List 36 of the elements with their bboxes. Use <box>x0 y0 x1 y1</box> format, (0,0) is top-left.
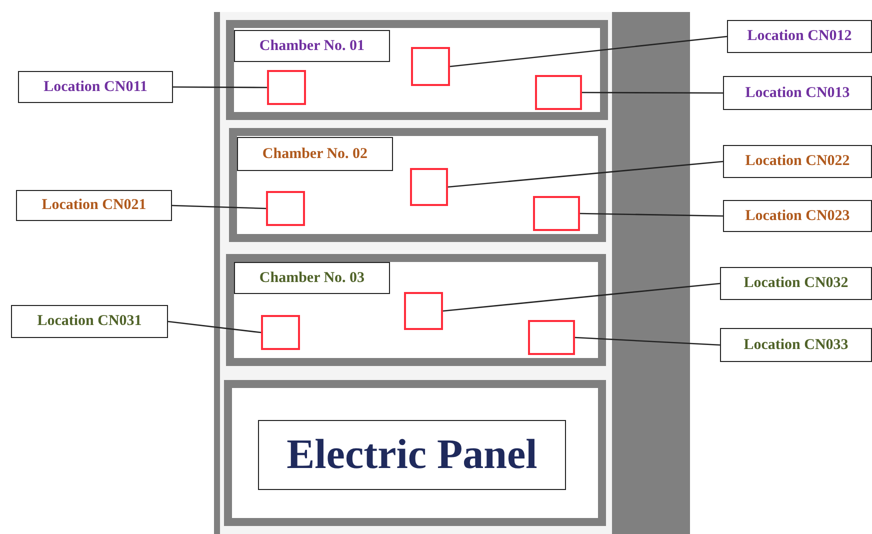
location-label: Location CN032 <box>720 267 872 300</box>
electric-panel-frame <box>224 380 606 526</box>
chamber-title: Chamber No. 02 <box>237 137 393 171</box>
leader-line <box>574 336 720 346</box>
chamber-title: Chamber No. 01 <box>234 30 390 62</box>
chamber-frame <box>226 254 606 366</box>
leader-line <box>172 204 266 210</box>
leader-line <box>450 36 728 68</box>
location-label: Location CN033 <box>720 328 872 362</box>
leader-line <box>173 86 267 88</box>
sensor-location-box <box>410 168 448 206</box>
sensor-location-box <box>266 191 305 226</box>
sensor-location-box <box>533 196 580 231</box>
sensor-location-box <box>535 75 582 110</box>
leader-line <box>580 212 724 217</box>
location-label: Location CN011 <box>18 71 173 103</box>
chamber-frame <box>226 20 608 120</box>
leader-line <box>448 160 724 188</box>
location-label: Location CN023 <box>723 200 872 232</box>
location-label: Location CN012 <box>727 20 872 53</box>
chamber-title: Chamber No. 03 <box>234 262 390 294</box>
location-label: Location CN013 <box>723 76 872 110</box>
sensor-location-box <box>267 70 306 105</box>
location-label: Location CN021 <box>16 190 172 221</box>
cabinet-frame <box>214 12 690 534</box>
chamber-frame <box>229 128 606 242</box>
sensor-location-box <box>411 47 450 86</box>
location-label: Location CN022 <box>723 145 872 178</box>
panel-title: Electric Panel <box>258 420 566 490</box>
location-label: Location CN031 <box>11 305 168 338</box>
leader-line <box>168 320 262 334</box>
sensor-location-box <box>261 315 300 350</box>
leader-line <box>582 92 723 94</box>
sensor-location-box <box>528 320 575 355</box>
leader-line <box>442 282 720 312</box>
sensor-location-box <box>404 292 443 330</box>
